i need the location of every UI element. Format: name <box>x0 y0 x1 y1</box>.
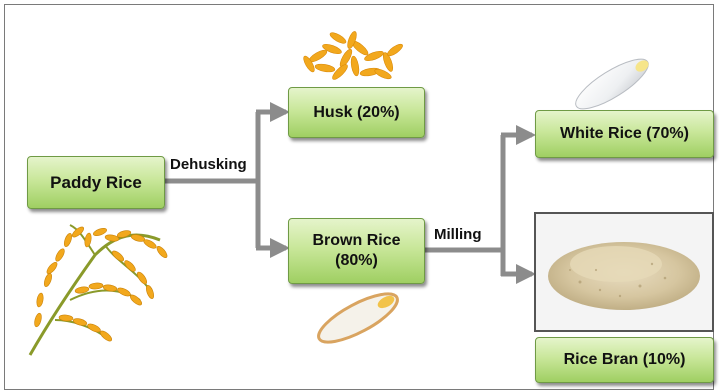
rice-bran-node: Rice Bran (10%) <box>535 337 714 383</box>
dehusking-label: Dehusking <box>170 156 247 173</box>
white-rice-grain-image <box>575 58 649 110</box>
brown-rice-node: Brown Rice (80%) <box>288 218 425 284</box>
brown-rice-label: Brown Rice <box>312 232 401 249</box>
paddy-rice-label: Paddy Rice <box>50 172 142 192</box>
milling-label: Milling <box>434 226 482 243</box>
paddy-rice-node: Paddy Rice <box>27 156 165 209</box>
brown-rice-grain-image <box>317 292 399 344</box>
white-rice-label: White Rice (70%) <box>560 125 689 142</box>
flow-arrows <box>165 102 536 284</box>
white-rice-node: White Rice (70%) <box>535 110 714 158</box>
rice-plant-image <box>28 224 168 356</box>
rice-bran-photo <box>534 212 714 332</box>
brown-rice-percent: (80%) <box>335 252 378 269</box>
husk-label: Husk (20%) <box>313 103 400 121</box>
husk-pile-image <box>303 31 403 80</box>
husk-node: Husk (20%) <box>288 87 425 138</box>
rice-bran-label: Rice Bran (10%) <box>563 351 686 368</box>
